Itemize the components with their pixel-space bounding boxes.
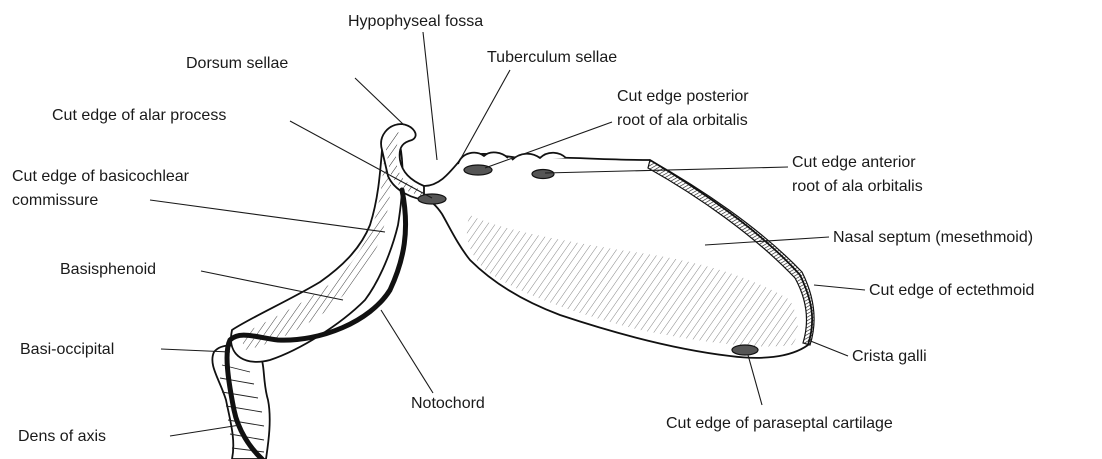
label-cut-edge-posterior-root-2: root of ala orbitalis [617,112,748,129]
label-cut-edge-paraseptal: Cut edge of paraseptal cartilage [666,415,893,432]
label-cut-edge-posterior-root-1: Cut edge posterior [617,88,749,105]
label-tuberculum-sellae: Tuberculum sellae [487,49,617,66]
label-basi-occipital: Basi-occipital [20,341,114,358]
label-dorsum-sellae: Dorsum sellae [186,55,288,72]
label-notochord: Notochord [411,395,485,412]
label-nasal-septum: Nasal septum (mesethmoid) [833,229,1033,246]
label-cut-edge-anterior-root-2: root of ala orbitalis [792,178,923,195]
label-cut-edge-basicochlear-1: Cut edge of basicochlear [12,168,190,185]
label-cut-edge-anterior-root-1: Cut edge anterior [792,154,916,171]
label-crista-galli: Crista galli [852,348,927,365]
paraseptal-cut-edge [732,345,758,355]
label-hypophyseal-fossa: Hypophyseal fossa [348,13,483,30]
label-cut-edge-basicochlear-2: commissure [12,192,98,209]
anterior-root-cut-edge [532,170,554,179]
label-dens-of-axis: Dens of axis [18,428,106,445]
label-cut-edge-ectethmoid: Cut edge of ectethmoid [869,282,1034,299]
label-basisphenoid: Basisphenoid [60,261,156,278]
label-cut-edge-alar-process: Cut edge of alar process [52,107,226,124]
alar-process-cut-edge [418,194,446,204]
